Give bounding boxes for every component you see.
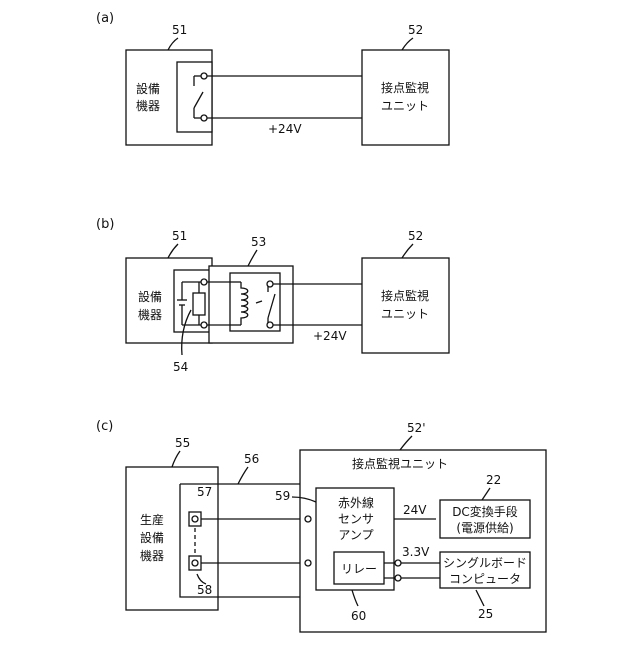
voltage-label: +24V — [268, 122, 302, 136]
monitor-box — [362, 50, 449, 145]
monitor-ref: 52 — [408, 23, 423, 37]
v24-label: 24V — [403, 503, 427, 517]
contact-box — [177, 62, 212, 132]
amp-label-2: センサ — [338, 512, 374, 526]
sbc-label-1: シングルボード — [443, 556, 527, 570]
relay-ref-leader — [248, 250, 257, 266]
monitor-ref-leader — [402, 244, 413, 258]
equipment-label-2: 機器 — [136, 98, 160, 113]
sensor2-ref: 58 — [197, 583, 212, 597]
monitor-label-2: ユニット — [381, 99, 429, 113]
relay-ref: 53 — [251, 235, 266, 249]
panel-a-label: (a) — [96, 11, 114, 26]
production-label-2: 設備 — [140, 530, 164, 545]
terminal-bottom — [201, 115, 207, 121]
equipment-ref-leader — [168, 244, 178, 258]
sensor-58 — [189, 556, 201, 570]
amp-label-1: 赤外線 — [338, 495, 374, 510]
sbc-ref: 25 — [478, 607, 493, 621]
panel-c: (c) 55 56 52' 生産 設備 機器 57 58 接点監視ユニット — [96, 419, 546, 632]
relay-terminal-bottom — [267, 322, 273, 328]
load-resistor — [193, 293, 205, 315]
sensor-57 — [189, 512, 201, 526]
panel-c-label: (c) — [96, 419, 113, 434]
equipment-label-1: 設備 — [138, 289, 162, 304]
panel-b: (b) 51 53 52 設備 機器 54 — [96, 217, 449, 374]
terminal-top — [201, 279, 207, 285]
amp-input-57-front — [305, 516, 311, 522]
sbc-label-2: コンピュータ — [449, 572, 521, 586]
amp-ref: 59 — [275, 489, 290, 503]
panel-a: (a) 51 52 設備 機器 +24V 接点監視 ユニット — [96, 11, 449, 145]
dc-label-2: (電源供給) — [456, 521, 513, 535]
unit-ref-leader — [400, 436, 412, 450]
amp-input-58-front — [305, 560, 311, 566]
monitor-label-1: 接点監視 — [381, 288, 429, 303]
relay-out-bottom — [395, 575, 401, 581]
monitor-box — [362, 258, 449, 353]
power-ref: 54 — [173, 360, 188, 374]
relay-label: リレー — [341, 562, 377, 576]
production-label-1: 生産 — [140, 512, 164, 527]
equipment-ref-leader — [168, 38, 178, 50]
amp-label-3: アンプ — [338, 528, 373, 542]
equipment-label-1: 設備 — [136, 81, 160, 96]
relay-ref: 60 — [351, 609, 366, 623]
production-label-3: 機器 — [140, 548, 164, 563]
production-ref-leader — [172, 451, 180, 467]
monitor-label-1: 接点監視 — [381, 80, 429, 95]
dc-label-1: DC変換手段 — [452, 504, 518, 519]
voltage-label: +24V — [313, 329, 347, 343]
unit-ref: 52' — [407, 421, 426, 435]
relay-out-top — [395, 560, 401, 566]
panel-b-label: (b) — [96, 217, 114, 232]
terminal-bottom — [201, 322, 207, 328]
equipment-label-2: 機器 — [138, 307, 162, 322]
monitor-ref: 52 — [408, 229, 423, 243]
production-ref: 55 — [175, 436, 190, 450]
monitor-label-2: ユニット — [381, 307, 429, 321]
cable-ref: 56 — [244, 452, 259, 466]
sensor1-ref: 57 — [197, 485, 212, 499]
relay-terminal-top — [267, 281, 273, 287]
v33-label: 3.3V — [402, 545, 430, 559]
monitor-ref-leader — [402, 38, 413, 50]
unit-title: 接点監視ユニット — [352, 456, 448, 471]
terminal-top — [201, 73, 207, 79]
cable-ref-leader — [238, 467, 248, 484]
dc-ref: 22 — [486, 473, 501, 487]
equipment-ref: 51 — [172, 229, 187, 243]
equipment-ref: 51 — [172, 23, 187, 37]
